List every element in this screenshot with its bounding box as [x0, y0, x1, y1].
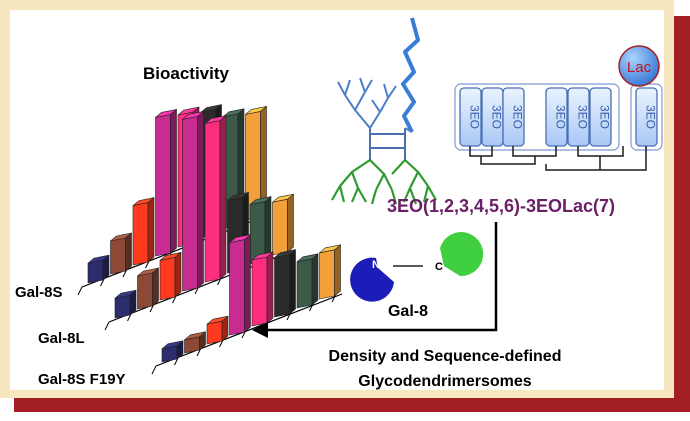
n-domain-label: N	[372, 259, 380, 271]
bar	[161, 340, 184, 363]
bar	[204, 114, 227, 283]
bar	[155, 108, 177, 257]
bar	[114, 289, 137, 319]
lac-label: Lac	[627, 59, 652, 76]
eo-units: 3EO 3EO 3EO 3EO 3EO 3EO 3EO	[454, 83, 663, 151]
sequence-diagram: 3EO 3EO 3EO 3EO 3EO 3EO 3EO Lac 3EO(1,2,3,4,5,…	[387, 45, 663, 216]
dendrimer-core	[369, 128, 406, 160]
unit-connectors	[469, 146, 647, 171]
row-label-2: Gal-8L	[38, 330, 85, 347]
floor-tick	[77, 286, 83, 296]
eo-unit-label: 3EO	[644, 105, 658, 129]
eo-unit: 3EO	[589, 87, 612, 147]
floor-tick	[104, 321, 110, 331]
eo-unit-label: 3EO	[468, 105, 482, 129]
bar	[182, 110, 204, 292]
bar	[137, 267, 159, 310]
eo-unit-label: 3EO	[576, 105, 590, 129]
bar	[87, 254, 110, 284]
eo-unit: 3EO	[459, 87, 482, 147]
frame-panel	[10, 10, 664, 390]
bar	[229, 233, 251, 336]
c-domain-icon	[440, 232, 484, 277]
lac-sphere	[618, 45, 660, 87]
eo-unit-label: 3EO	[598, 105, 612, 129]
bar	[245, 105, 267, 221]
eo-unit-label: 3EO	[554, 105, 568, 129]
gal8-label: Gal-8	[388, 303, 428, 320]
caption-line-2: Glycodendrimersomes	[358, 373, 532, 390]
row-label-1: Gal-8S	[15, 284, 63, 301]
bioactivity-chart: Bioactivity Gal-8S Gal-8L Gal-8S F19Y	[15, 64, 343, 388]
chart-title: Bioactivity	[143, 64, 230, 83]
bar	[132, 196, 155, 266]
floor-tick	[151, 365, 157, 375]
bar	[206, 315, 229, 345]
eo-unit-label: 3EO	[490, 105, 504, 129]
bar	[251, 251, 274, 327]
formula-label: 3EO(1,2,3,4,5,6)-3EOLac(7)	[387, 196, 615, 216]
green-branches	[331, 159, 437, 205]
bar	[110, 232, 132, 275]
gal8-protein: N C Gal-8	[350, 232, 484, 320]
eo-unit: 3EO	[502, 87, 525, 147]
bar	[319, 244, 341, 300]
blue-branches	[337, 77, 413, 133]
eo-unit: 3EO	[545, 87, 568, 147]
unit-plate	[454, 83, 620, 151]
bar	[184, 331, 206, 354]
bar	[159, 251, 182, 301]
eo-unit: 3EO	[635, 87, 658, 147]
bar	[249, 195, 272, 265]
bar	[272, 193, 294, 256]
caption-line-1: Density and Sequence-defined	[329, 348, 562, 365]
eo-unit: 3EO	[567, 87, 590, 147]
eo-unit: 3EO	[481, 87, 504, 147]
arrow-head-icon	[252, 322, 268, 338]
process-arrow	[266, 222, 498, 332]
c-domain-label: C	[435, 261, 443, 273]
zigzag-chain	[401, 17, 420, 133]
bar	[296, 253, 319, 309]
bar	[274, 248, 296, 318]
dendrimer-illustration	[331, 17, 437, 205]
eo-unit-label: 3EO	[511, 105, 525, 129]
n-domain-icon	[350, 257, 394, 302]
floor-line	[155, 293, 343, 367]
chart-bars	[87, 103, 341, 363]
row-label-3: Gal-8S F19Y	[38, 371, 126, 388]
